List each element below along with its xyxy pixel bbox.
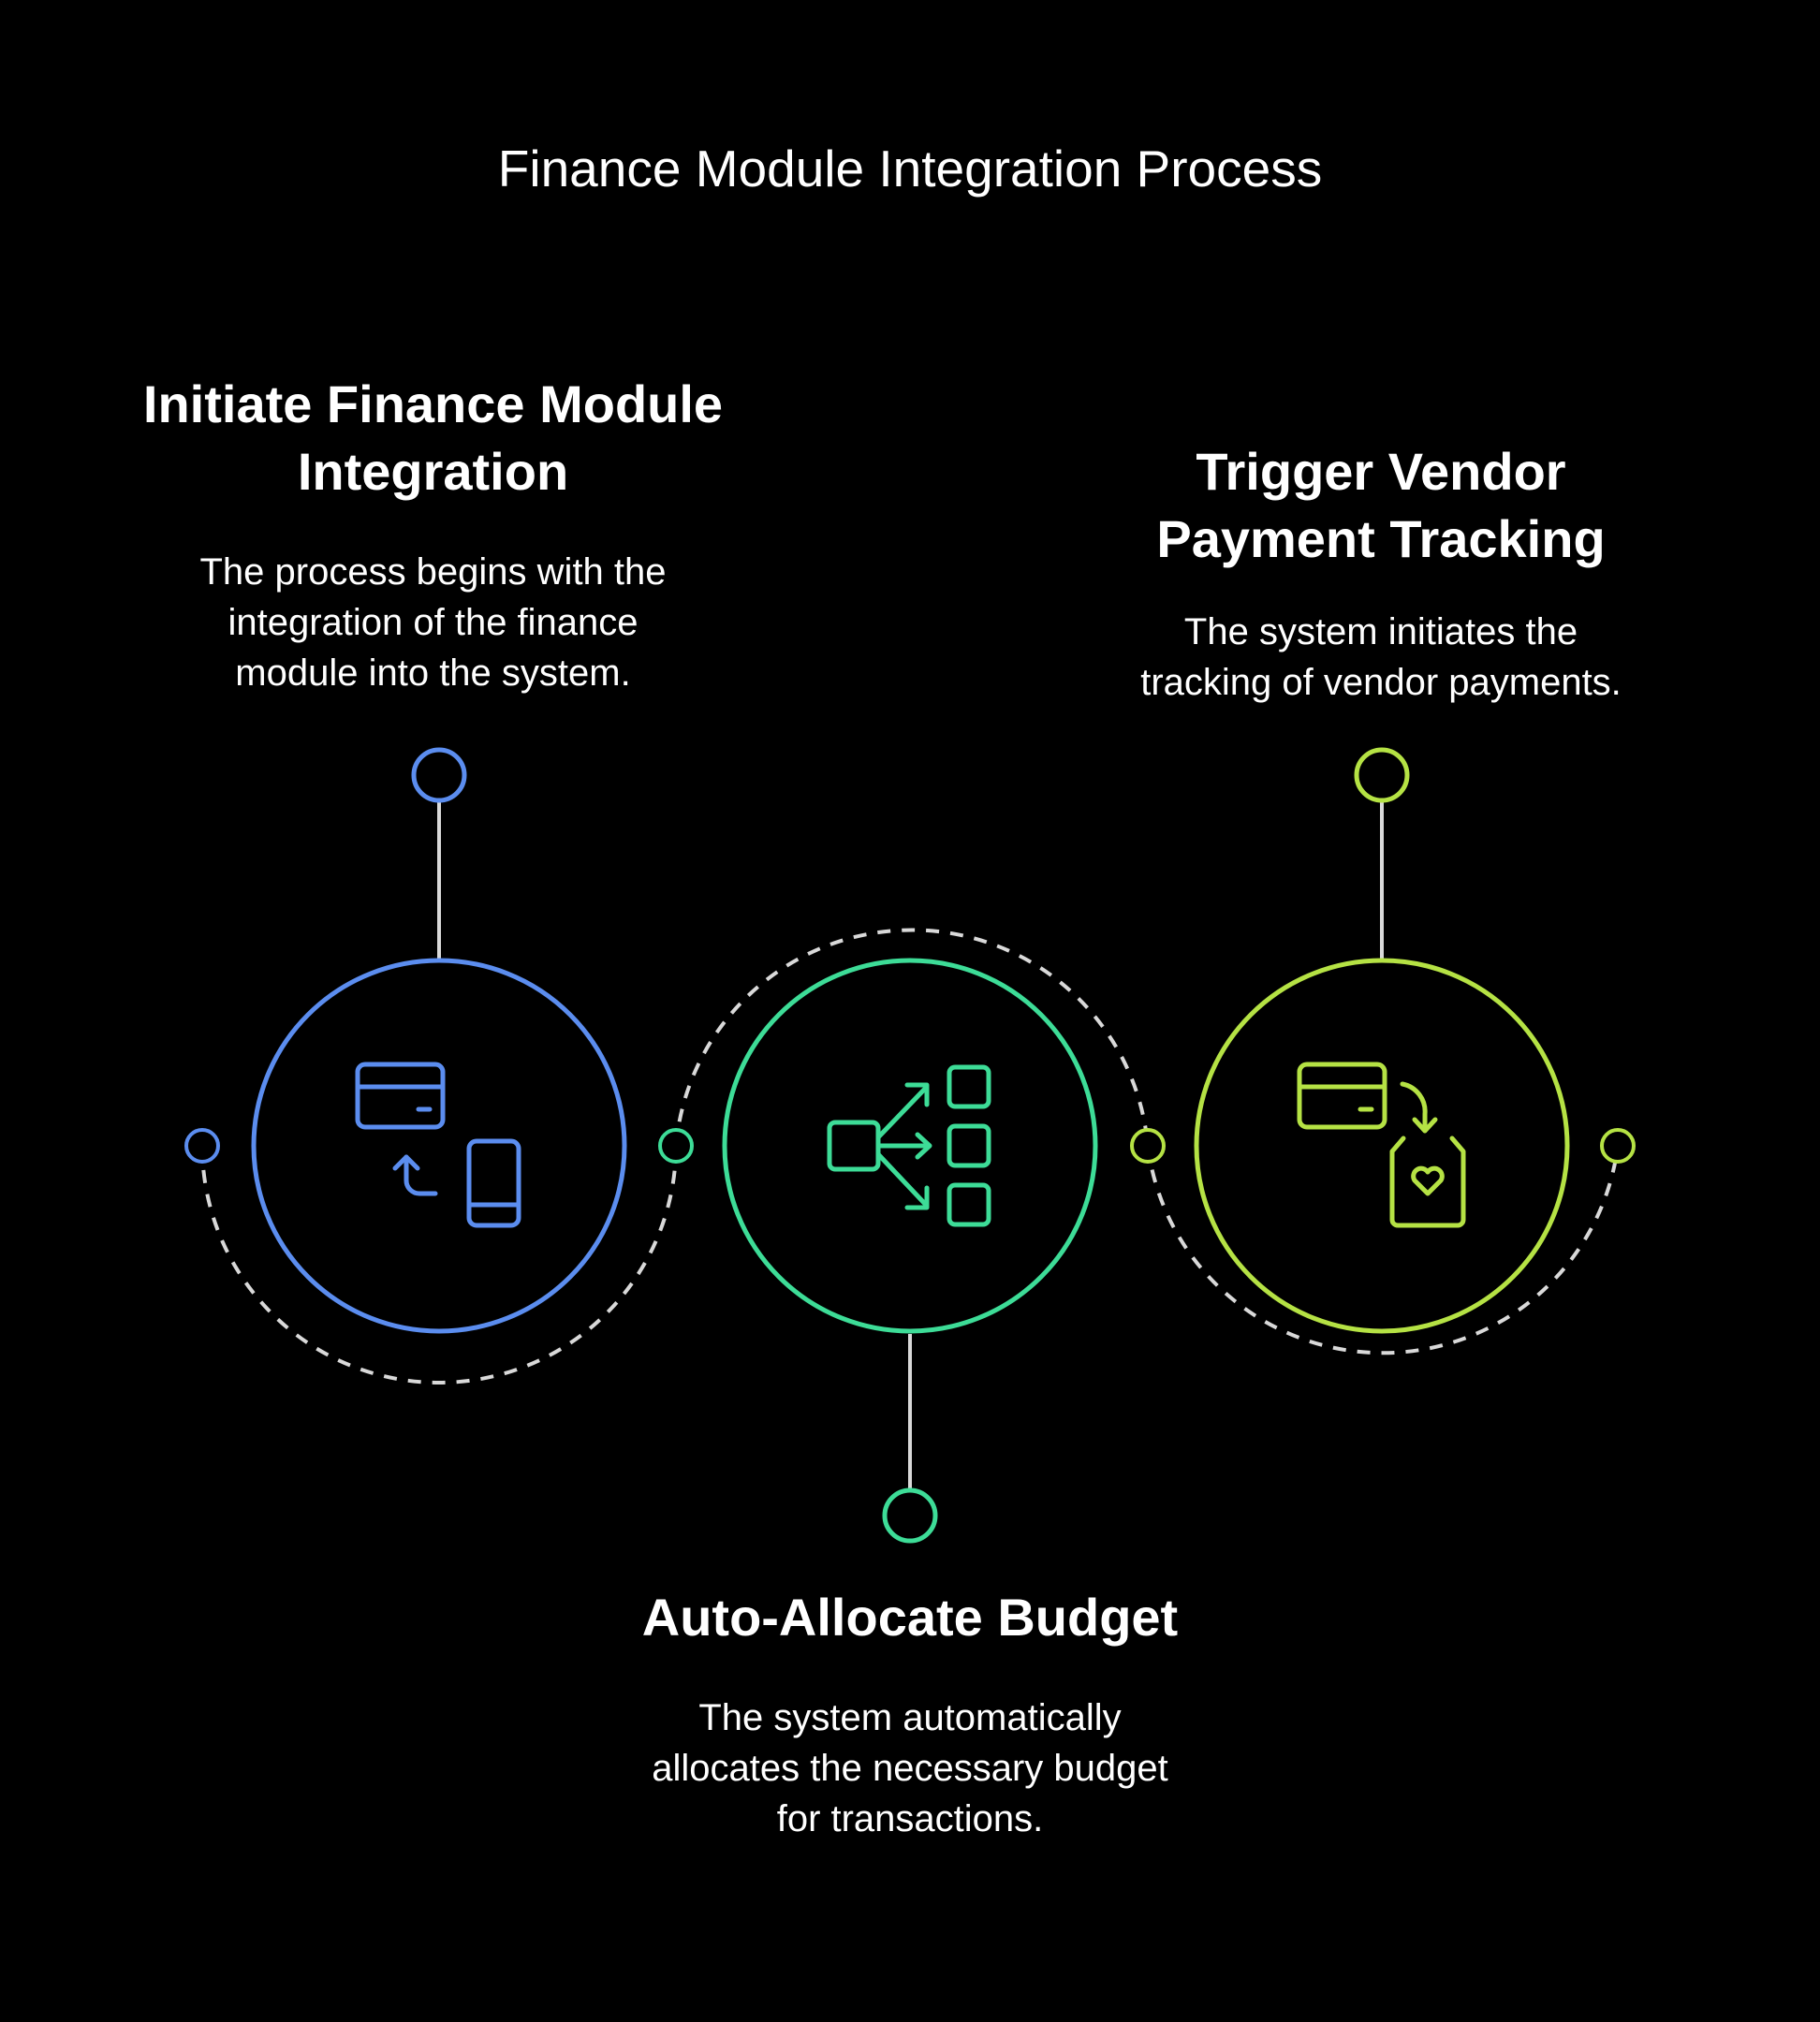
step-3-description: The system initiates the tracking of ven…: [1077, 607, 1685, 708]
node-mid-lime: [1130, 1128, 1166, 1164]
step-2-description: The system automatically allocates the n…: [582, 1692, 1238, 1844]
step-1-desc-line: integration of the finance: [228, 602, 638, 643]
step-circle-2: [722, 958, 1098, 1334]
diagram-title: Finance Module Integration Process: [497, 139, 1323, 198]
node-bottom-2: [882, 1487, 938, 1544]
card-to-bag-icon: [1297, 1062, 1466, 1228]
step-1-desc-line: The process begins with the: [199, 551, 667, 593]
step-circle-3: [1194, 958, 1570, 1334]
step-circle-1: [251, 958, 627, 1334]
step-2-desc-line: The system automatically: [698, 1697, 1122, 1738]
step-2-heading-line-1: Auto-Allocate Budget: [641, 1588, 1179, 1647]
step-2-desc-line: allocates the necessary budget: [652, 1748, 1168, 1789]
step-1-heading-line-1: Initiate Finance Module: [142, 374, 724, 433]
card-to-phone-icon: [355, 1062, 521, 1228]
step-3-heading-line-1: Trigger Vendor: [1196, 442, 1566, 501]
step-1-heading: Initiate Finance Module Integration: [94, 371, 772, 506]
dashed-arc-bottom-right: [1146, 1145, 1620, 1355]
node-top-3: [1354, 747, 1410, 803]
step-2-desc-line: for transactions.: [776, 1798, 1044, 1839]
step-1-heading-line-2: Integration: [297, 442, 569, 501]
node-left-blue: [184, 1128, 220, 1164]
dashed-arc-top-middle: [674, 928, 1150, 1147]
dashed-arc-bottom-left: [200, 1145, 678, 1385]
step-1-description: The process begins with the integration …: [140, 547, 726, 698]
step-3-desc-line: The system initiates the: [1183, 611, 1578, 652]
step-3-desc-line: tracking of vendor payments.: [1140, 662, 1622, 703]
step-3-heading-line-2: Payment Tracking: [1156, 509, 1606, 568]
distribution-icon: [827, 1064, 991, 1227]
step-1-desc-line: module into the system.: [235, 652, 631, 694]
node-mid-green: [658, 1128, 694, 1164]
node-top-1: [411, 747, 467, 803]
node-right-lime: [1600, 1128, 1636, 1164]
step-2-heading: Auto-Allocate Budget: [536, 1584, 1284, 1651]
step-3-heading: Trigger Vendor Payment Tracking: [1049, 438, 1713, 573]
